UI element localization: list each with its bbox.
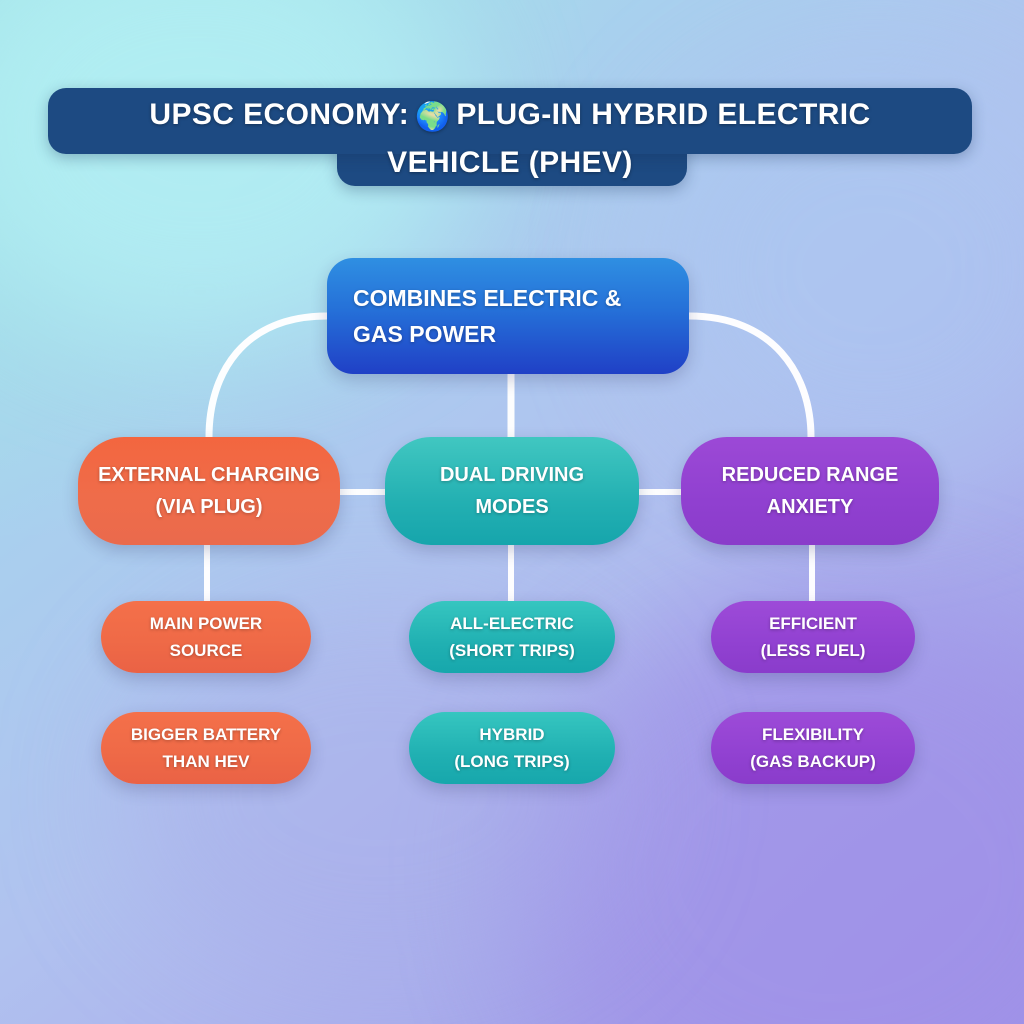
globe-icon: 🌍 [415, 101, 451, 132]
node-combines-electric-gas-power[interactable]: COMBINES ELECTRIC & GAS POWER [327, 258, 689, 374]
node-all-electric-short-trips[interactable]: ALL-ELECTRIC (SHORT TRIPS) [409, 601, 615, 673]
node-efficient-less-fuel[interactable]: EFFICIENT (LESS FUEL) [711, 601, 915, 673]
page-title: UPSC ECONOMY:🌍PLUG-IN HYBRID ELECTRIC VEH… [48, 92, 972, 186]
node-external-charging[interactable]: EXTERNAL CHARGING (VIA PLUG) [78, 437, 340, 545]
node-bigger-battery-than-hev[interactable]: BIGGER BATTERY THAN HEV [101, 712, 311, 784]
node-reduced-range-anxiety[interactable]: REDUCED RANGE ANXIETY [681, 437, 939, 545]
node-main-power-source[interactable]: MAIN POWER SOURCE [101, 601, 311, 673]
node-hybrid-long-trips[interactable]: HYBRID (LONG TRIPS) [409, 712, 615, 784]
title-line1-suffix: PLUG-IN HYBRID ELECTRIC [456, 98, 871, 131]
title-line2: VEHICLE (PHEV) [387, 146, 633, 179]
connector-root-to-external [205, 312, 331, 441]
title-line1-prefix: UPSC ECONOMY: [149, 98, 410, 131]
connector-root-to-range [685, 312, 815, 441]
node-dual-driving-modes[interactable]: DUAL DRIVING MODES [385, 437, 639, 545]
node-flexibility-gas-backup[interactable]: FLEXIBILITY (GAS BACKUP) [711, 712, 915, 784]
